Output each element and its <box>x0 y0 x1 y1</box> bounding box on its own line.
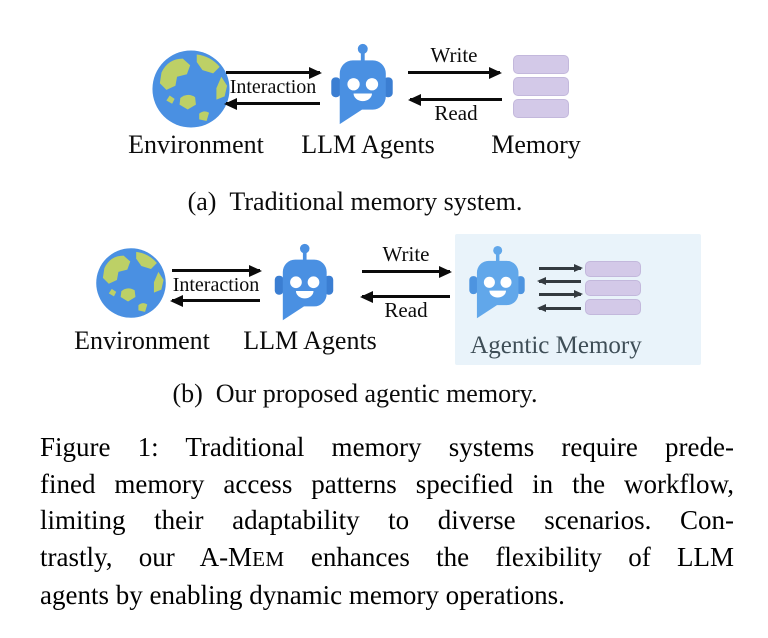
memory-op-arrow-left <box>539 307 581 310</box>
interaction-arrow-label: Interaction <box>172 274 260 296</box>
memory-op-arrow-right <box>539 293 581 296</box>
read-arrow-label: Read <box>434 101 478 125</box>
robot-icon <box>461 244 533 322</box>
caption-text: enhances the flexibility of LLM <box>284 541 734 572</box>
environment-label: Environment <box>128 130 264 159</box>
interaction-arrow-left <box>226 102 320 105</box>
interaction-arrow-right <box>172 269 260 272</box>
memory-bar <box>585 280 641 296</box>
memory-op-arrow-right <box>539 267 581 270</box>
figure-caption: Figure 1: Traditional memory systems req… <box>40 429 734 614</box>
subcaption-a: (a) Traditional memory system. <box>187 187 523 216</box>
caption-line: agents by enabling dynamic memory operat… <box>40 580 565 610</box>
memory-bar <box>513 55 569 74</box>
interaction-arrow-label: Interaction <box>229 76 317 98</box>
subcaption-b: (b) Our proposed agentic memory. <box>172 379 538 408</box>
write-arrow <box>408 71 500 74</box>
caption-line: limiting their adaptability to diverse s… <box>40 505 734 535</box>
memory-bar <box>513 99 569 118</box>
memory-bar <box>513 77 569 96</box>
amem-smallcaps: EM <box>252 546 285 571</box>
memory-bar <box>585 261 641 277</box>
globe-icon <box>150 48 232 130</box>
robot-icon <box>322 42 402 128</box>
caption-line: Figure 1: Traditional memory systems req… <box>40 432 734 462</box>
agentic-memory-box: Agentic Memory <box>455 234 701 365</box>
caption-text: trastly, our A-M <box>40 541 253 572</box>
caption-line: trastly, our A-MEM enhances the flexibil… <box>40 539 734 578</box>
read-arrow <box>362 295 450 298</box>
environment-label: Environment <box>74 326 210 355</box>
robot-icon <box>266 242 342 324</box>
write-arrow-label: Write <box>430 43 478 67</box>
agentic-memory-label: Agentic Memory <box>470 332 642 359</box>
globe-icon <box>94 246 168 320</box>
llm-agents-label: LLM Agents <box>243 326 377 355</box>
memory-op-arrow-left <box>539 280 581 283</box>
caption-line: fined memory access patterns specified i… <box>40 468 734 499</box>
interaction-arrow-right <box>226 71 320 74</box>
memory-label: Memory <box>491 130 581 159</box>
read-arrow <box>410 98 502 101</box>
memory-bar <box>585 299 641 315</box>
write-arrow <box>362 270 450 273</box>
llm-agents-label: LLM Agents <box>301 130 435 159</box>
write-arrow-label: Write <box>382 242 430 266</box>
read-arrow-label: Read <box>384 298 428 322</box>
interaction-arrow-left <box>172 299 260 302</box>
